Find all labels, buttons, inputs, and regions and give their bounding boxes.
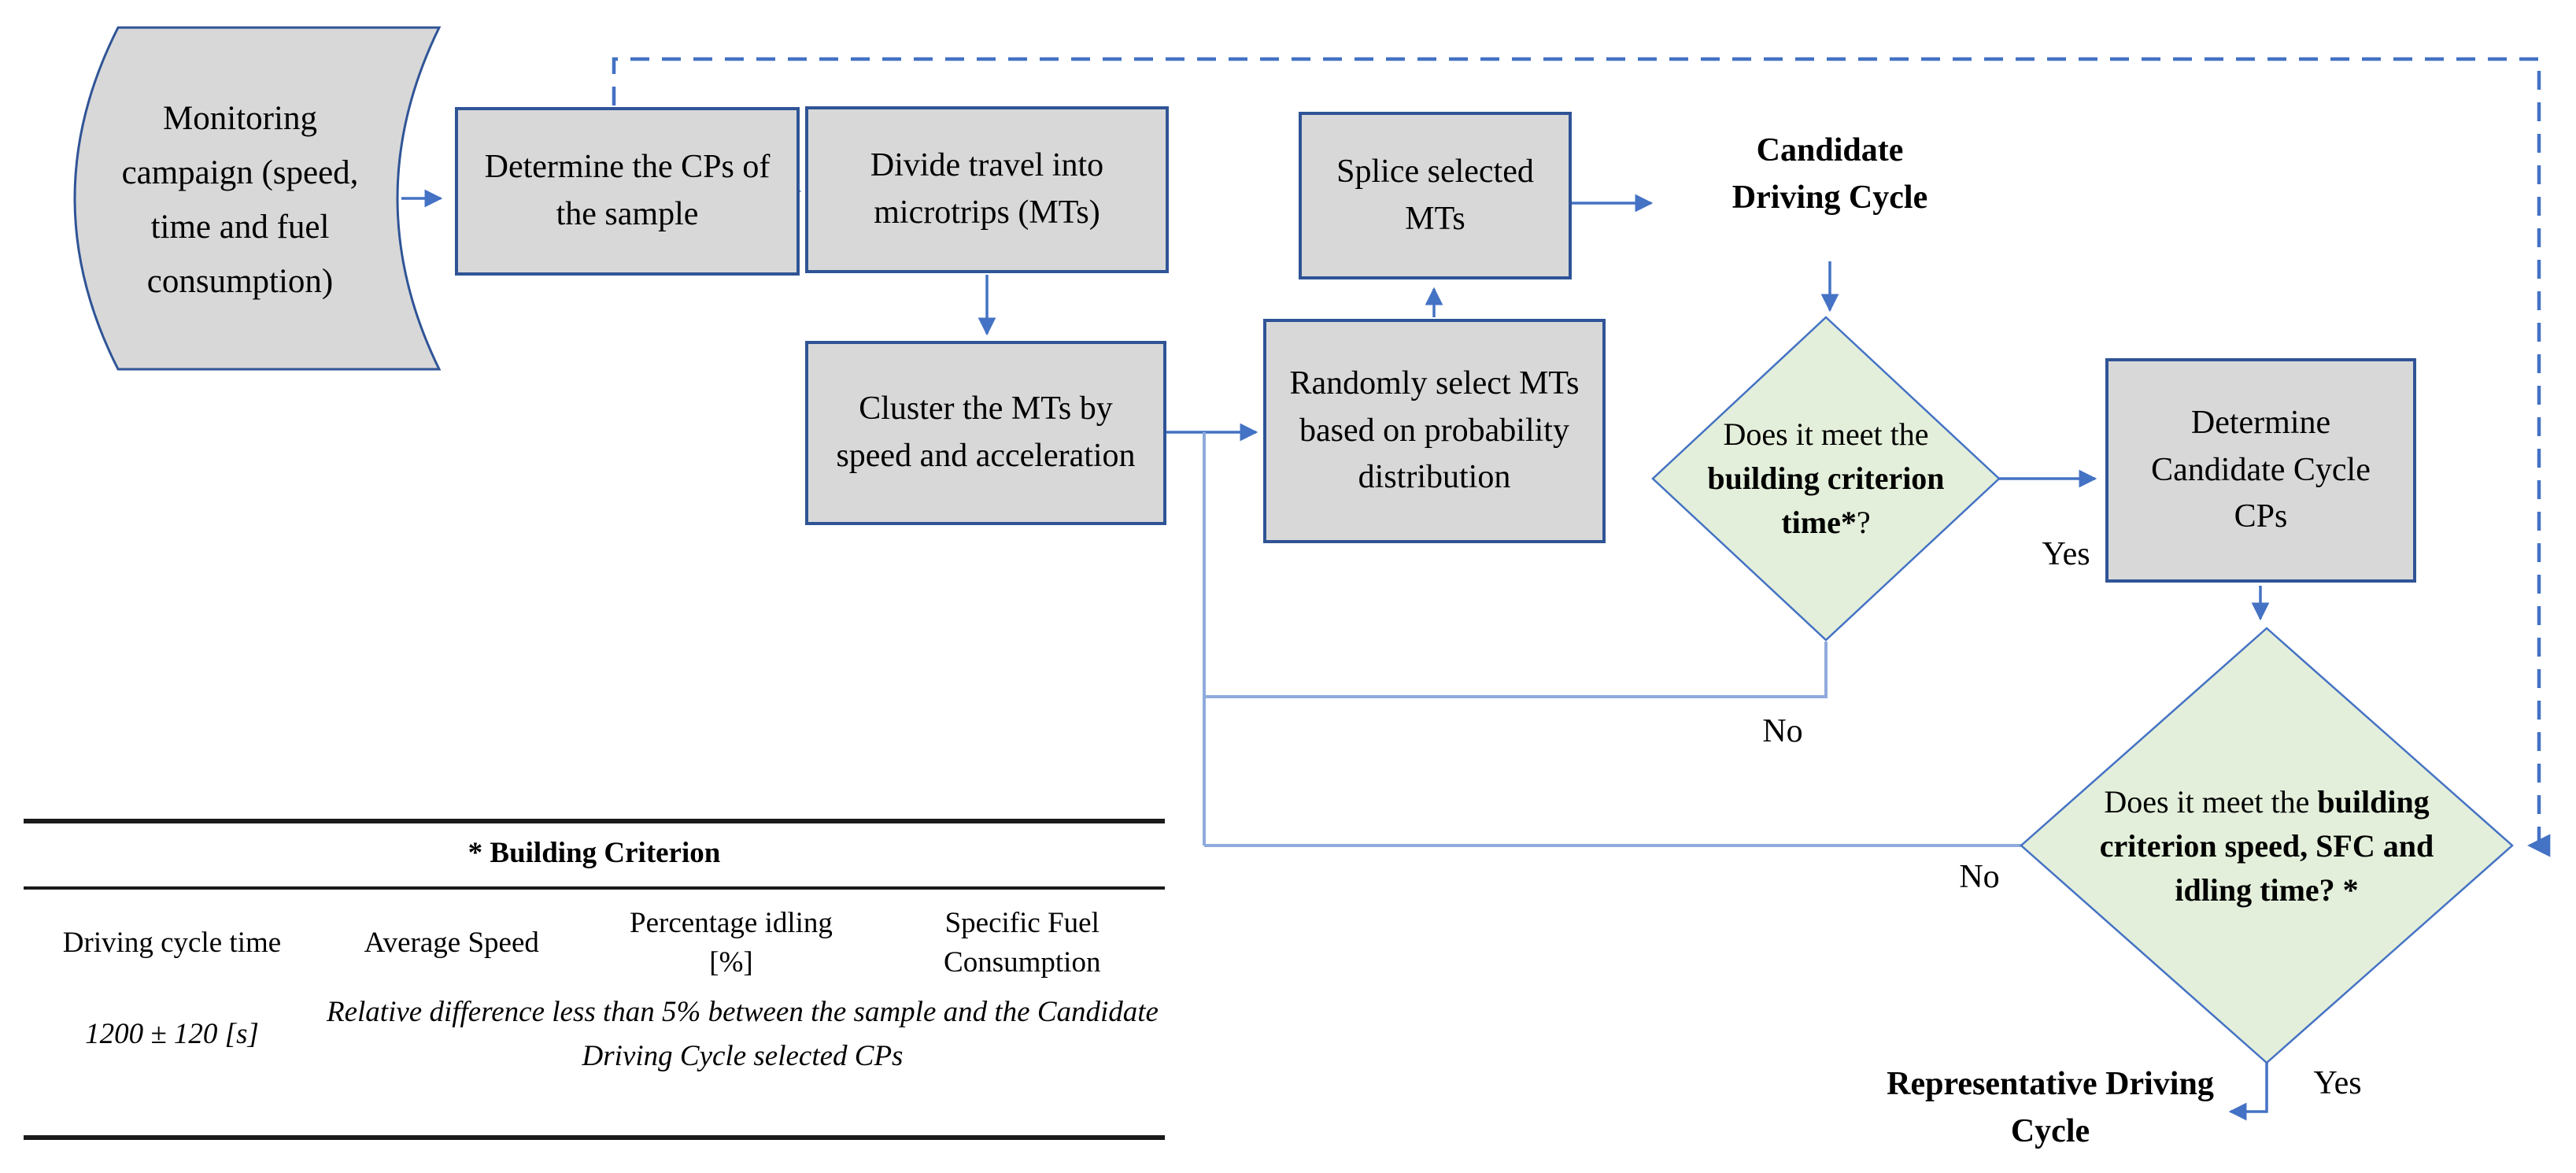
building-criterion-table: * Building Criterion Driving cycle time …	[24, 819, 1165, 1140]
stored-data-shape	[73, 26, 442, 371]
cell-driving-cycle-time-value: 1200 ± 120 [s]	[85, 1017, 259, 1050]
decision2-text: Does it meet the building criterion spee…	[2090, 709, 2444, 984]
node-random-select-mts: Randomly select MTs based on probability…	[1263, 319, 1606, 543]
node-splice-mts: Splice selected MTs	[1299, 112, 1572, 279]
decision1-diamond	[1651, 316, 2001, 642]
header-average-speed: Average Speed	[364, 926, 539, 959]
table-top-rule	[24, 819, 1165, 823]
edge-label-yes-2: Yes	[2313, 1065, 2362, 1101]
decision1-text: Does it meet the building criterion time…	[1692, 353, 1960, 605]
decision2-diamond	[2020, 627, 2514, 1064]
node-cluster-mts: Cluster the MTs by speed and acceleratio…	[805, 341, 1166, 525]
table-header-rule	[24, 886, 1165, 890]
cell-criterion-note: Relative difference less than 5% between…	[327, 996, 1159, 1072]
decision1-prefix: Does it meet the	[1723, 416, 1929, 452]
node-monitoring-campaign: Monitoring campaign (speed, time and fue…	[121, 100, 359, 300]
label-candidate-driving-cycle: Candidate Driving Cycle	[1732, 132, 1928, 216]
header-specific-fuel-consumption: Specific Fuel Consumption	[944, 907, 1101, 979]
decision1-bold: building criterion time*	[1707, 461, 1945, 540]
node-determine-sample-cps: Determine the CPs of the sample	[455, 107, 800, 276]
label-representative-driving-cycle: Representative Driving Cycle	[1887, 1066, 2214, 1149]
edge-label-yes-1: Yes	[2042, 536, 2090, 572]
header-driving-cycle-time: Driving cycle time	[62, 926, 282, 959]
edge-label-no-2: No	[1959, 859, 2000, 895]
table-bottom-rule	[24, 1135, 1165, 1140]
node-determine-candidate-cps: Determine Candidate Cycle CPs	[2105, 358, 2416, 583]
table-header-row: Driving cycle time Average Speed Percent…	[24, 904, 1165, 982]
edge-label-no-1: No	[1762, 713, 1803, 749]
node-divide-microtrips: Divide travel into microtrips (MTs)	[805, 106, 1169, 273]
decision2-prefix: Does it meet the	[2104, 784, 2318, 820]
table-value-row: 1200 ± 120 [s] Relative difference less …	[24, 990, 1165, 1078]
header-percentage-idling: Percentage idling [%]	[630, 907, 833, 979]
decision2-bold: building criterion speed, SFC and idling…	[2099, 784, 2434, 908]
decision1-suffix: ?	[1856, 505, 1871, 540]
table-title: * Building Criterion	[468, 837, 721, 869]
